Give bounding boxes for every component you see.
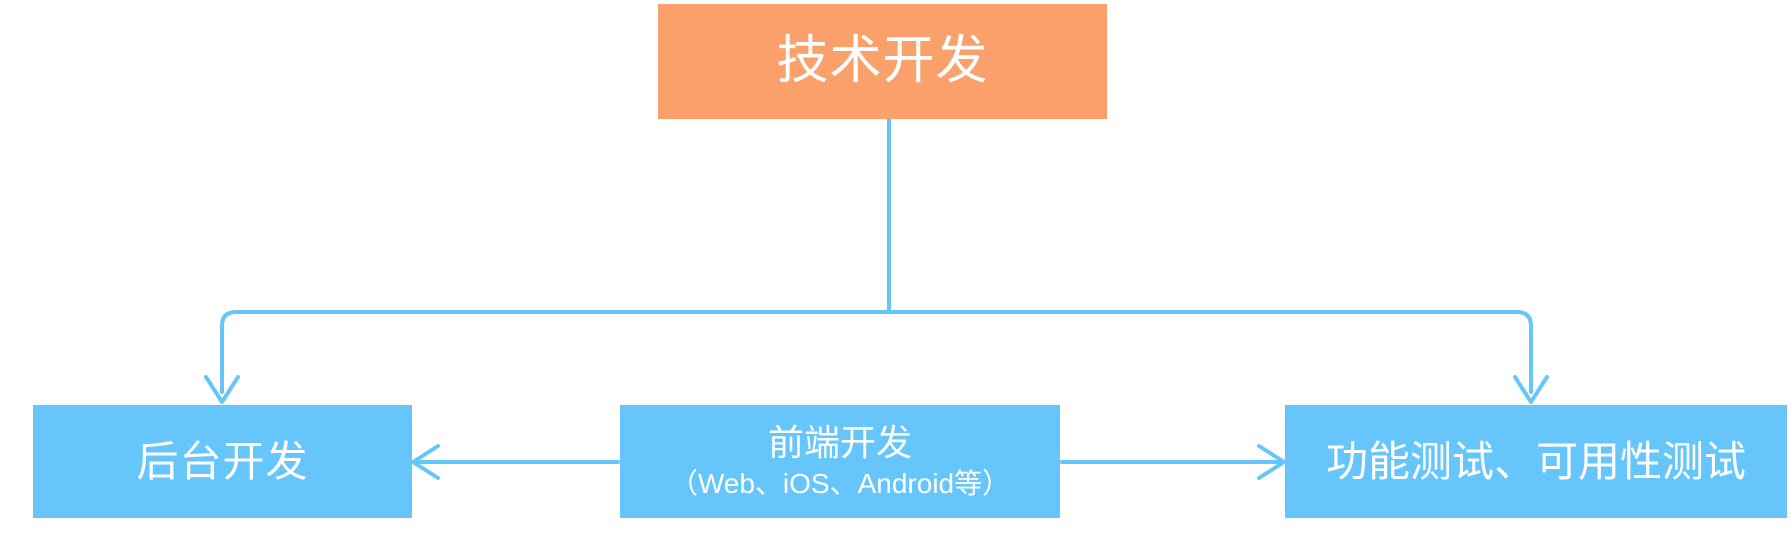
node-label-backend-development: 后台开发 [136, 437, 309, 485]
edge-root-to-testing [887, 310, 1533, 394]
node-technology-development[interactable]: 技术开发 [658, 4, 1107, 119]
edge-root-to-backend [220, 310, 891, 394]
node-label-functional-usability-testing: 功能测试、可用性测试 [1325, 437, 1746, 485]
arrowhead-down-testing [1513, 375, 1549, 404]
node-label-technology-development: 技术开发 [776, 32, 989, 91]
arrowhead-down-backend [204, 375, 240, 404]
node-sublabel-frontend-platforms: （Web、iOS、Android等） [669, 468, 1011, 500]
node-label-frontend-development: 前端开发 [767, 422, 912, 464]
arrowhead-left-backend [411, 444, 440, 480]
node-functional-usability-testing[interactable]: 功能测试、可用性测试 [1285, 405, 1787, 518]
node-backend-development[interactable]: 后台开发 [33, 405, 412, 518]
arrowhead-right-testing [1257, 444, 1286, 480]
node-frontend-development[interactable]: 前端开发 （Web、iOS、Android等） [620, 405, 1060, 518]
